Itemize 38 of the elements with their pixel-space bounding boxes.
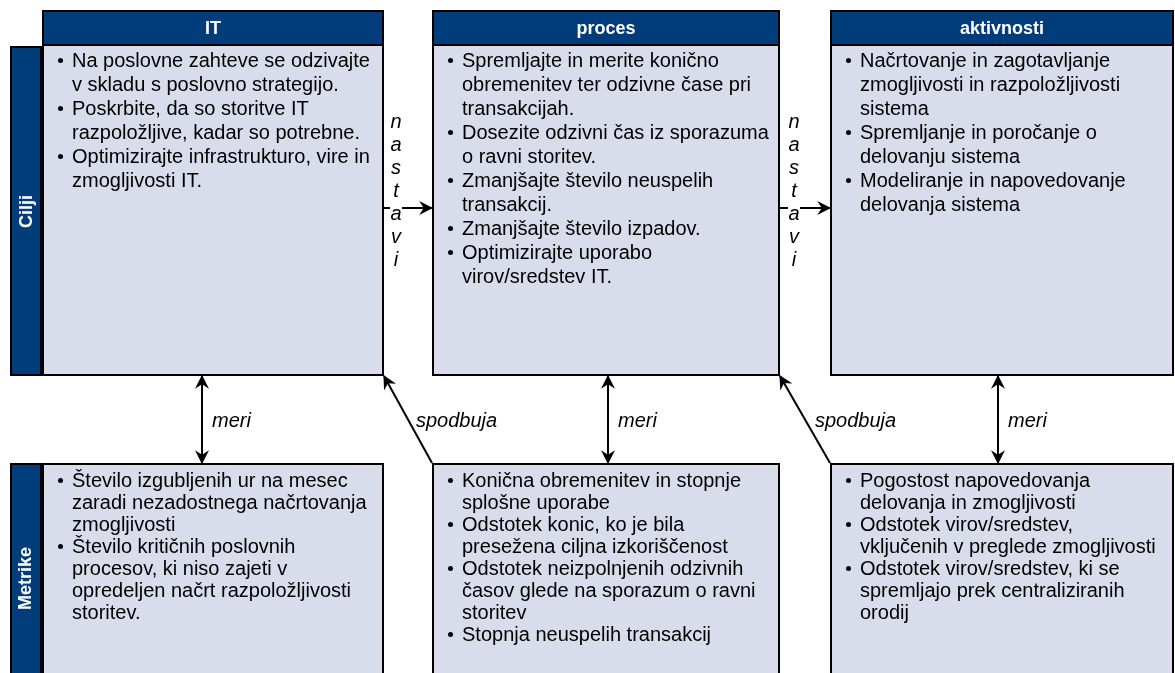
bullet-text: Optimizirajte uporabo virov/sredstev IT. <box>462 240 654 288</box>
arrow <box>991 374 1005 465</box>
band-label: Metrike <box>14 546 37 610</box>
bullet-text: Število izgubljenih ur na mesec zaradi nezadostnega načrtovanja zmogljivosti <box>72 469 368 535</box>
column-header: IT <box>44 12 382 46</box>
column-header: proces <box>434 12 778 46</box>
bullet-text: Odstotek konic, ko je bila presežena ciljna izkoriščenost <box>462 513 729 557</box>
goal-box <box>830 10 1174 376</box>
goal-box <box>42 10 384 376</box>
arrow <box>601 374 615 465</box>
bullet-text: Načrtovanje in zagotavljanje zmogljivosti in razpoložljivosti sistema <box>860 48 1122 120</box>
bullet-text: Zmanjšajte število neuspelih transakcij. <box>462 168 715 216</box>
bullet-text: Poskrbite, da so storitve IT razpoložljive, kadar so potrebne. <box>72 96 361 144</box>
bullet-text: Pogostost napovedovanja delovanja in zmogljivosti <box>860 469 1092 513</box>
metrics-box <box>42 463 384 673</box>
bullet-text: Zmanjšajte število izpadov. <box>462 216 701 240</box>
bullet-text: Konična obremenitev in stopnje splošne uporabe <box>462 469 743 513</box>
goal-box <box>432 10 780 376</box>
arrow <box>779 375 831 464</box>
bullet-text: Optimizirajte infrastrukturo, vire in zmogljivosti IT. <box>72 144 371 192</box>
row-band <box>10 463 42 673</box>
arrow <box>383 375 433 464</box>
arrow <box>195 374 209 465</box>
bullet-text: Število kritičnih poslovnih procesov, ki niso zajeti v opredeljen načrt razpoložljivosti storitev. <box>72 535 353 623</box>
bullet-text: Na poslovne zahteve se odzivajte v skladu s poslovno strategijo. <box>72 48 371 96</box>
bullet-text: Stopnja neuspelih transakcij <box>462 623 712 645</box>
bullet-text: Dosezite odzivni čas iz sporazuma o ravni storitev. <box>462 120 770 168</box>
metrics-box <box>830 463 1174 673</box>
bullet-text: Spremljajte in merite konično obremenitev ter odzivne čase pri transakcijah. <box>462 48 753 120</box>
bullet-text: Odstotek neizpolnjenih odzivnih časov glede na sporazum o ravni storitev <box>462 557 757 623</box>
metrics-box <box>432 463 780 673</box>
bullet-text: Odstotek virov/sredstev, vključenih v preglede zmogljivosti <box>860 513 1157 557</box>
bullet-text: Odstotek virov/sredstev, ki se spremljajo prek centraliziranih orodij <box>860 557 1126 623</box>
band-label: Cilji <box>14 194 37 228</box>
row-band <box>10 46 42 376</box>
bullet-text: Modeliranje in napovedovanje delovanja sistema <box>860 168 1127 216</box>
bullet-text: Spremljanje in poročanje o delovanju sistema <box>860 120 1098 168</box>
column-header: aktivnosti <box>832 12 1172 46</box>
